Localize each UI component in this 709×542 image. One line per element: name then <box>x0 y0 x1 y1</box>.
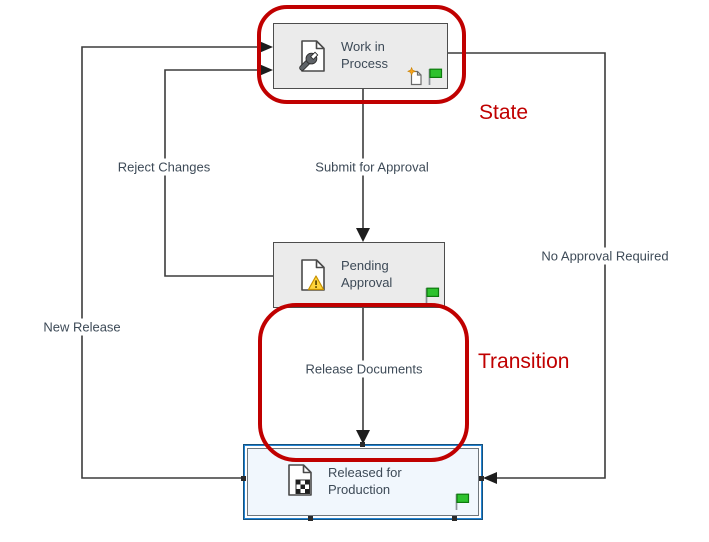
arrowhead-new-release <box>259 41 273 53</box>
green-flag-icon <box>423 286 441 305</box>
selection-handle-bottom-left[interactable] <box>308 516 313 521</box>
document-wrench-icon <box>297 39 328 73</box>
transition-label-new-release[interactable]: New Release <box>40 318 124 336</box>
green-flag-icon <box>426 67 444 86</box>
transition-callout-label: Transition <box>478 350 570 373</box>
transition-label-submit-for-approval[interactable]: Submit for Approval <box>312 158 432 176</box>
arrowhead-release-documents <box>356 430 370 444</box>
state-released-selection-frame[interactable]: Released for Production <box>243 444 483 520</box>
selection-handle-bottom-right[interactable] <box>452 516 457 521</box>
arrowhead-no-approval-required <box>483 472 497 484</box>
state-label: Work in Process <box>341 39 388 71</box>
transition-label-no-approval-required[interactable]: No Approval Required <box>538 247 672 265</box>
state-pending-approval[interactable]: Pending Approval <box>273 242 445 308</box>
state-label: Released for Production <box>328 465 402 497</box>
state-work-in-process[interactable]: Work in Process <box>273 23 448 89</box>
state-callout-label: State <box>479 101 529 124</box>
state-label: Pending Approval <box>341 258 393 290</box>
arrowhead-reject-changes <box>259 64 273 76</box>
document-checkered-icon <box>284 463 315 502</box>
new-document-icon <box>407 66 424 86</box>
transition-label-release-documents[interactable]: Release Documents <box>302 360 426 378</box>
green-flag-icon <box>453 492 471 511</box>
connector-new-release[interactable] <box>81 46 261 479</box>
transition-label-reject-changes[interactable]: Reject Changes <box>114 158 214 176</box>
connector-no-approval-required[interactable] <box>448 52 606 479</box>
selection-handle-right[interactable] <box>479 476 484 481</box>
arrowhead-submit-for-approval <box>356 228 370 242</box>
state-released-for-production[interactable]: Released for Production <box>245 446 481 518</box>
document-warning-icon <box>297 258 328 292</box>
selection-handle-left[interactable] <box>241 476 246 481</box>
selection-handle-top[interactable] <box>360 442 365 447</box>
